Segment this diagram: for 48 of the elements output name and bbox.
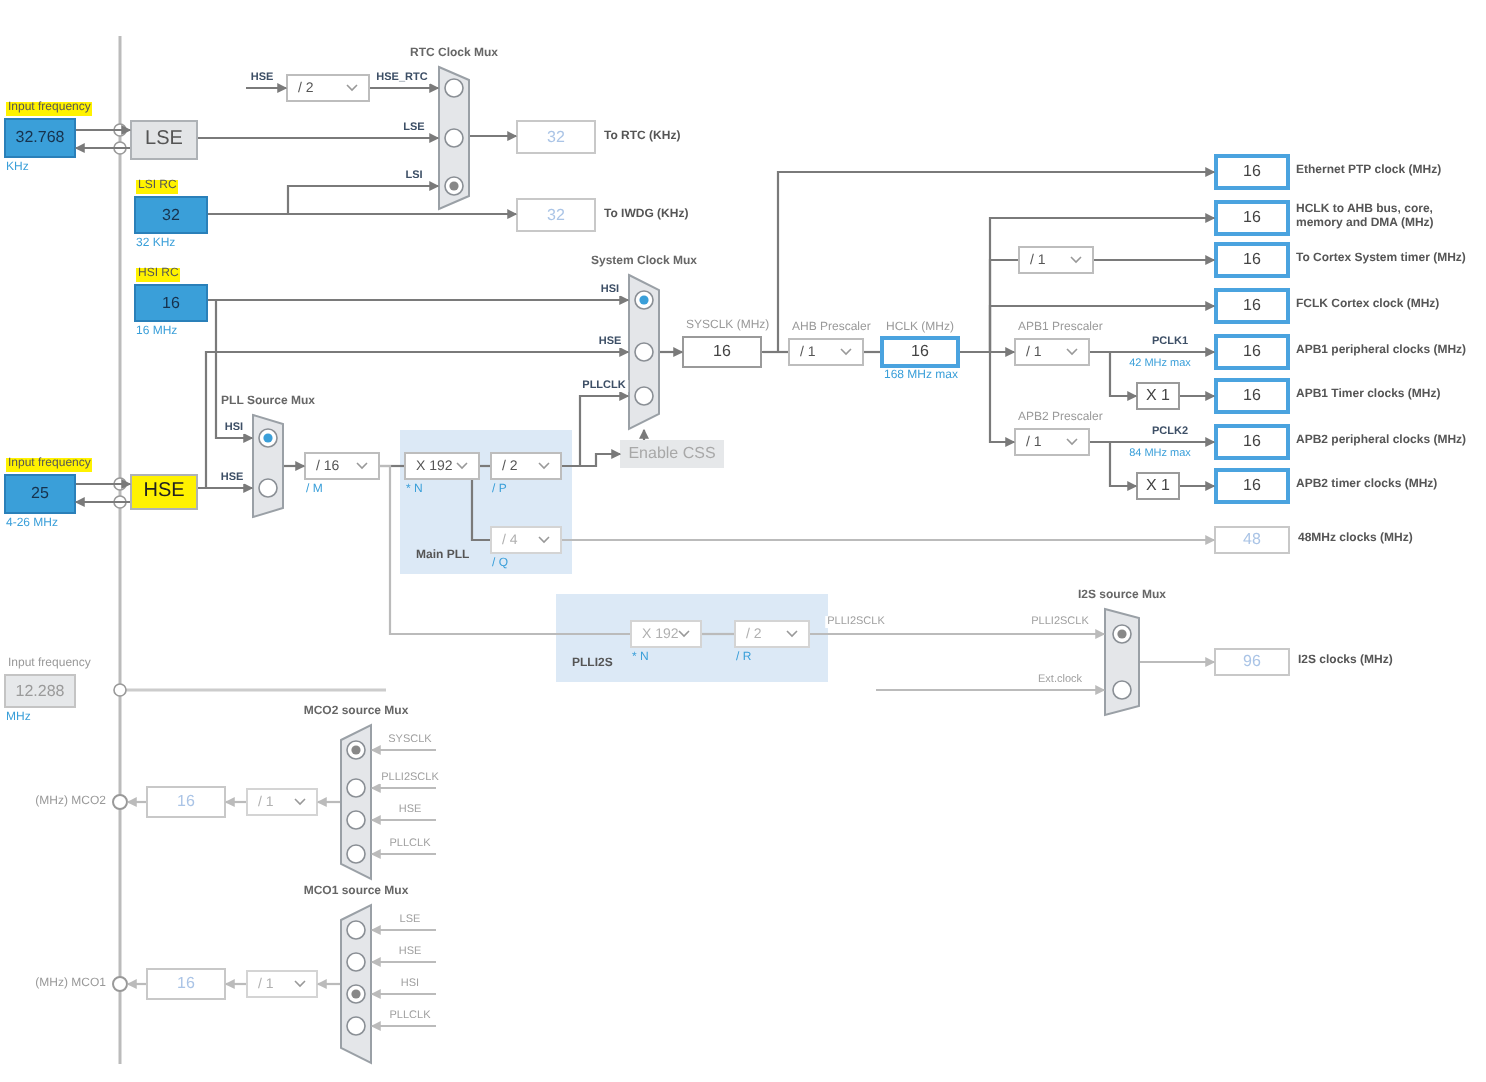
connector-arrow	[1140, 657, 1216, 667]
panel	[556, 594, 828, 682]
connector-arrow	[126, 979, 146, 989]
button: Enable CSS	[620, 440, 724, 468]
connector-arrow	[639, 428, 649, 440]
connector-arrow	[470, 131, 518, 141]
connector-arrow	[876, 685, 1106, 695]
connector-arrow	[246, 83, 288, 93]
connector-arrow	[1180, 391, 1216, 401]
connector-arrow	[762, 167, 1216, 354]
connector-arrow	[76, 125, 132, 135]
connector-arrow	[370, 83, 440, 93]
connector-arrow	[562, 535, 1216, 545]
output-field: 16	[146, 968, 226, 1000]
connector-arrow	[370, 1021, 436, 1031]
connector-arrow	[198, 133, 440, 143]
connector-arrow	[316, 797, 340, 807]
oscillator-block: HSE	[130, 474, 198, 510]
connector-arrow	[1180, 481, 1216, 491]
connector-arrow	[208, 209, 518, 219]
connector-arrow	[126, 797, 146, 807]
connector-arrow	[660, 347, 684, 357]
connector-arrow	[370, 957, 436, 967]
connector-arrow	[76, 479, 132, 489]
connector-arrow	[370, 989, 436, 999]
connector-arrow	[208, 298, 254, 443]
connector-arrow	[1090, 440, 1138, 491]
connector-arrow	[1090, 350, 1138, 401]
connector-arrow	[810, 629, 1106, 639]
connector-arrow	[224, 797, 246, 807]
connector-arrow	[370, 783, 436, 793]
connector-arrow	[370, 925, 436, 935]
connector-arrow	[370, 815, 436, 825]
connector-arrow	[74, 497, 130, 507]
connector-arrow	[316, 979, 340, 989]
output-field: 16	[146, 786, 226, 818]
connector-arrow	[960, 350, 1016, 447]
panel	[400, 430, 572, 574]
connector-arrow	[370, 745, 436, 755]
connector-arrow	[224, 979, 246, 989]
connector-arrow	[1094, 255, 1216, 265]
connector-arrow	[74, 143, 130, 153]
value-field: X 1	[1136, 472, 1180, 500]
oscillator-block: LSE	[130, 120, 198, 160]
value-field: X 1	[1136, 382, 1180, 410]
connector-arrow	[198, 483, 254, 493]
connector-arrow	[284, 461, 306, 471]
connector-arrow	[370, 849, 436, 859]
